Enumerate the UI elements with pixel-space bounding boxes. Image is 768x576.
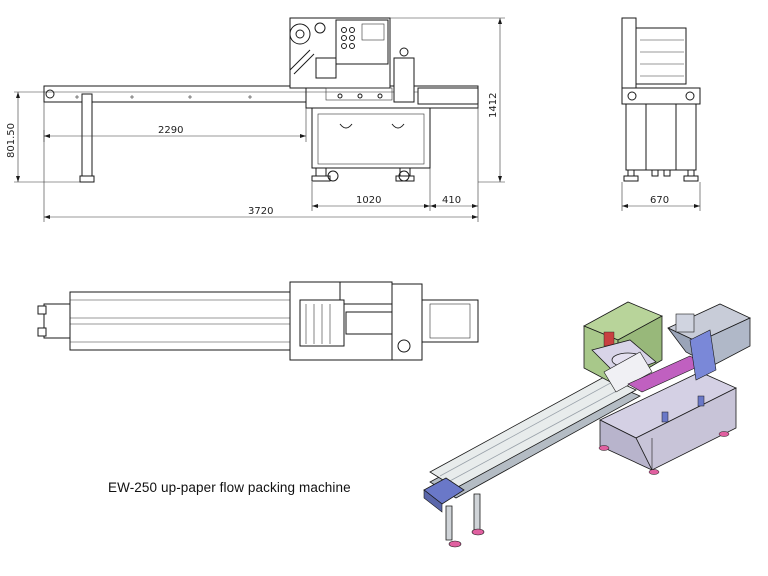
machine-caption: EW-250 up-paper flow packing machine	[108, 480, 351, 495]
plan-view	[37, 281, 479, 361]
dim-side-width: 670	[650, 195, 669, 206]
dim-conveyor-height: 801.50	[6, 123, 17, 158]
side-elevation-view: 670	[621, 17, 701, 211]
front-elevation-view: 2290 3720 1020 410 801.50 1412	[6, 17, 505, 222]
dim-total-length: 3720	[248, 206, 273, 217]
dim-total-height: 1412	[488, 93, 499, 118]
dim-outfeed-length: 410	[442, 195, 461, 206]
isometric-render	[423, 301, 751, 548]
dim-body-width: 1020	[356, 195, 381, 206]
dim-conveyor-length: 2290	[158, 125, 183, 136]
